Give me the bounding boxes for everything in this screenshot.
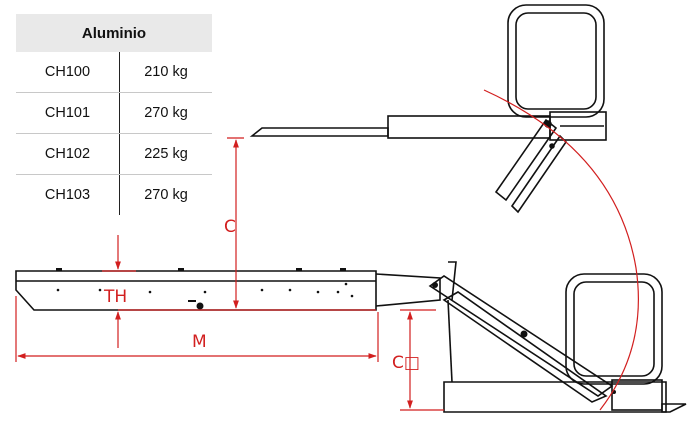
lower-platform (15, 270, 377, 311)
m-label: M (192, 332, 207, 352)
capacity-table: Aluminio CH100 210 kg CH101 270 kg CH102… (16, 14, 212, 215)
swing-arc (483, 89, 639, 411)
load-cell: 210 kg (119, 52, 212, 93)
table-row: CH102 225 kg (16, 133, 212, 175)
load-cell: 270 kg (144, 187, 188, 203)
deployed-platform-drawing (15, 261, 687, 413)
table-row: CH101 270 kg (16, 92, 212, 134)
c-label: C (224, 217, 236, 237)
upper-extension-plate (249, 127, 389, 137)
lower-handrail (565, 273, 663, 385)
load-cell: 270 kg (119, 92, 212, 134)
table-header: Aluminio (16, 14, 212, 52)
upper-folded-ramp (494, 118, 558, 202)
folded-platform-drawing (249, 4, 607, 214)
model-cell: CH100 (16, 52, 120, 93)
table-row: CH103 270 kg (16, 174, 212, 215)
lower-base (443, 381, 667, 413)
model-cell: CH101 (16, 92, 120, 134)
model-cell: CH103 (16, 174, 120, 215)
upper-base (387, 115, 551, 139)
platform-detail-marks (56, 268, 354, 310)
dimension-annotations (15, 89, 639, 411)
model-cell: CH102 (16, 133, 120, 175)
th-label: TH (103, 287, 127, 307)
cd-label: C□ (392, 353, 420, 373)
load-cell: 225 kg (119, 133, 212, 175)
dimension-labels: C TH M C□ (103, 217, 420, 373)
lower-transition-plate (375, 273, 441, 307)
upper-handrail (507, 4, 605, 118)
table-row: CH100 210 kg (16, 52, 212, 93)
